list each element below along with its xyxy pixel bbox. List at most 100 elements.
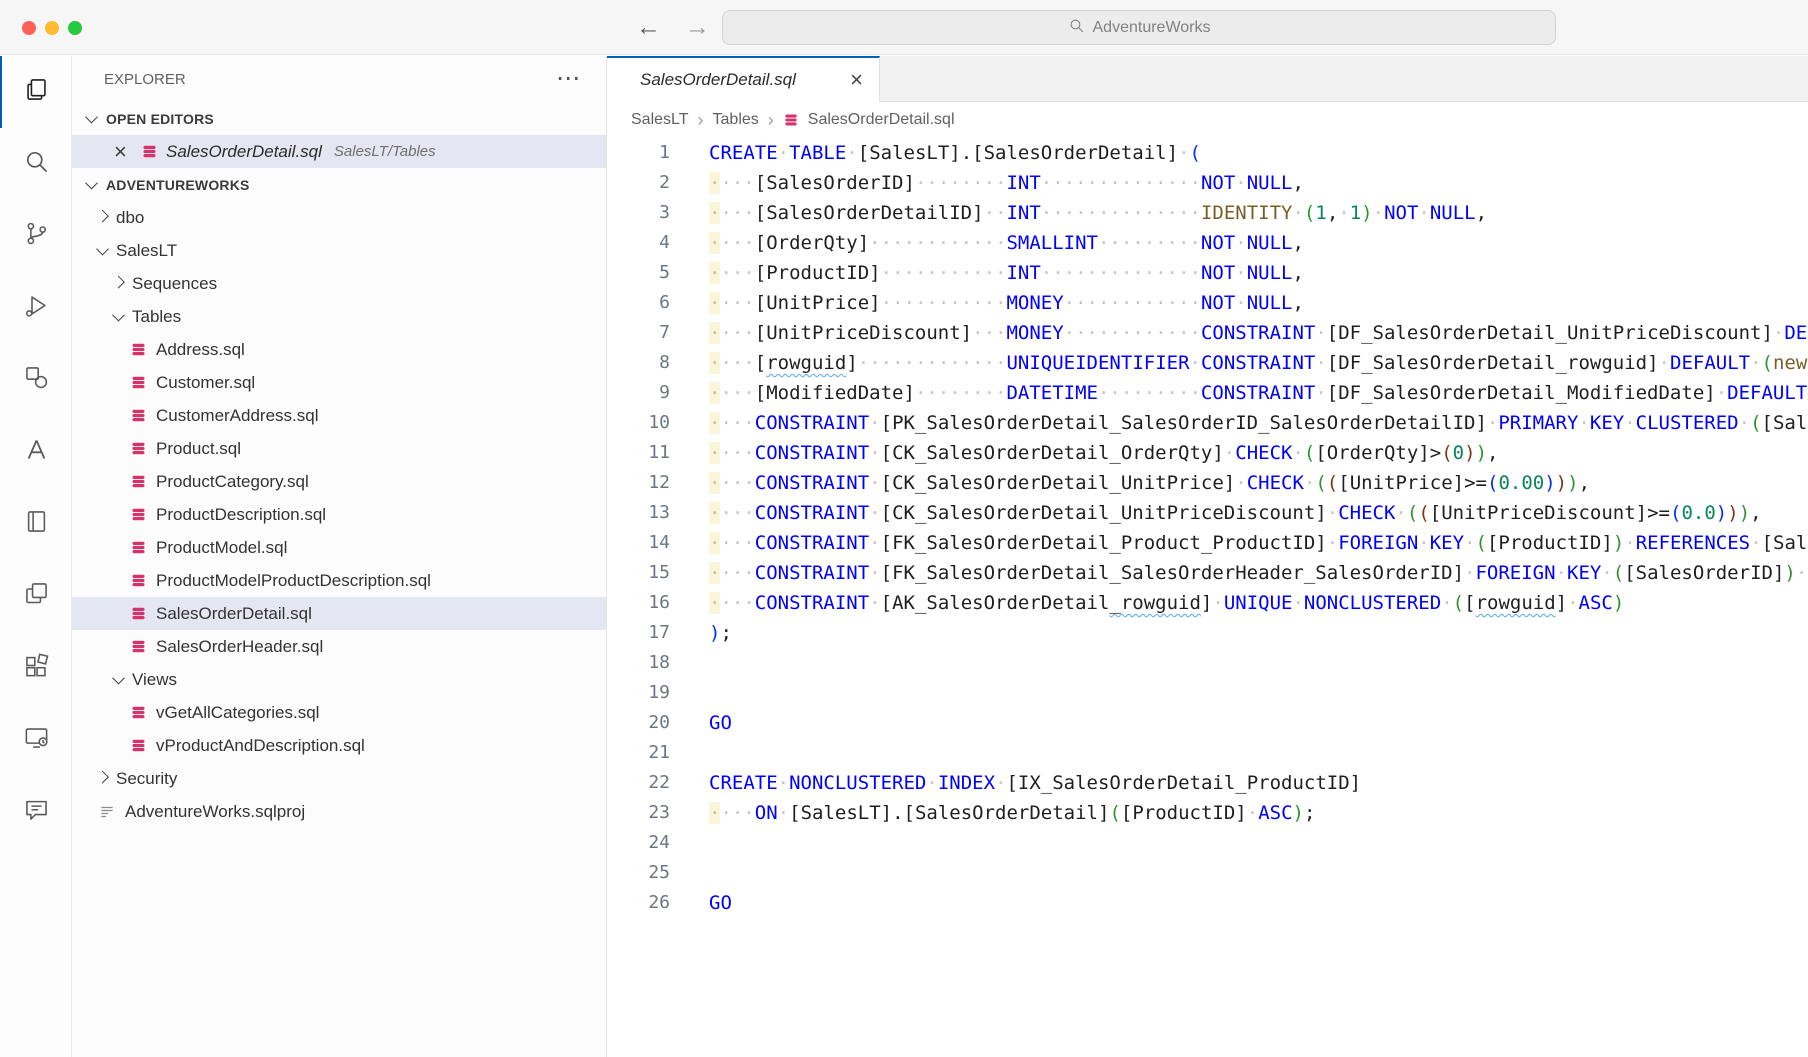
code-token[interactable]: ········ bbox=[915, 172, 1007, 194]
tree-item-customeraddress-sql[interactable]: CustomerAddress.sql bbox=[72, 399, 606, 432]
tree-item-saleslt[interactable]: SalesLT bbox=[72, 234, 606, 267]
code-token[interactable]: ) bbox=[1727, 502, 1738, 524]
code-token[interactable]: ············ bbox=[1064, 292, 1201, 314]
code-token[interactable]: · bbox=[1304, 472, 1315, 494]
code-token[interactable]: CONSTRAINT bbox=[755, 442, 869, 464]
code-token[interactable]: SMALLINT bbox=[1006, 232, 1098, 254]
code-token[interactable]: ( bbox=[1487, 472, 1498, 494]
code-token[interactable]: · bbox=[778, 142, 789, 164]
code-line[interactable]: 26GO bbox=[607, 888, 1808, 918]
tree-item-salesorderdetail-sql[interactable]: SalesOrderDetail.sql bbox=[72, 597, 606, 630]
tree-item-vproductanddescription-sql[interactable]: vProductAndDescription.sql bbox=[72, 729, 606, 762]
code-token[interactable]: · bbox=[709, 472, 720, 494]
code-token[interactable]: CONSTRAINT bbox=[755, 502, 869, 524]
code-token[interactable]: . bbox=[961, 142, 972, 164]
code-token[interactable]: DATETIME bbox=[1006, 382, 1098, 404]
code-token[interactable]: , bbox=[1293, 262, 1304, 284]
code-line[interactable]: 11····CONSTRAINT·[CK_SalesOrderDetail_Or… bbox=[607, 438, 1808, 468]
code-token[interactable]: ) bbox=[1293, 802, 1304, 824]
code-token[interactable]: · bbox=[1315, 352, 1326, 374]
code-token[interactable]: ·············· bbox=[1041, 202, 1201, 224]
code-token[interactable]: ·· bbox=[984, 202, 1007, 224]
code-token[interactable]: ) bbox=[1556, 472, 1567, 494]
tree-item-security[interactable]: Security bbox=[72, 762, 606, 795]
remote-explorer-activity-button[interactable] bbox=[0, 704, 71, 776]
code-token[interactable]: · bbox=[1292, 592, 1303, 614]
code-token[interactable]: · bbox=[869, 532, 880, 554]
code-token[interactable]: DEFAULT bbox=[1784, 322, 1808, 344]
code-line[interactable]: 1CREATE·TABLE·[SalesLT].[SalesOrderDetai… bbox=[607, 138, 1808, 168]
code-token[interactable]: [UnitPrice] bbox=[1338, 472, 1464, 494]
code-token[interactable]: [CK_SalesOrderDetail_UnitPrice] bbox=[881, 472, 1236, 494]
code-token[interactable]: · bbox=[1338, 202, 1349, 224]
code-token[interactable]: CHECK bbox=[1247, 472, 1304, 494]
code-token[interactable]: ) bbox=[709, 622, 720, 644]
code-token[interactable]: [FK_SalesOrderDetail_SalesOrderHeader_Sa… bbox=[881, 562, 1464, 584]
code-token[interactable]: [UnitPrice] bbox=[755, 292, 881, 314]
zoom-button[interactable] bbox=[68, 21, 82, 35]
code-token[interactable]: NULL bbox=[1247, 262, 1293, 284]
code-token[interactable]: · bbox=[869, 472, 880, 494]
code-token[interactable]: · bbox=[1292, 442, 1303, 464]
code-token[interactable]: ··· bbox=[720, 262, 754, 284]
line-content[interactable]: ····CONSTRAINT·[AK_SalesOrderDetail_rowg… bbox=[709, 588, 1624, 618]
code-token[interactable]: TABLE bbox=[789, 142, 846, 164]
open-editors-header[interactable]: OPEN EDITORS bbox=[72, 102, 606, 135]
code-token[interactable]: NULL bbox=[1247, 292, 1293, 314]
code-token[interactable]: ··· bbox=[720, 292, 754, 314]
code-token[interactable]: [SalesOrderDetail] bbox=[972, 142, 1178, 164]
code-line[interactable]: 21 bbox=[607, 738, 1808, 768]
code-line[interactable]: 7····[UnitPriceDiscount]···MONEY········… bbox=[607, 318, 1808, 348]
code-token[interactable]: · bbox=[1659, 352, 1670, 374]
code-token[interactable]: ( bbox=[1109, 802, 1120, 824]
breadcrumb-item-tables[interactable]: Tables bbox=[713, 111, 759, 129]
code-token[interactable]: ( bbox=[1315, 472, 1326, 494]
code-token[interactable]: REFERENCES bbox=[1636, 532, 1750, 554]
code-token[interactable]: NOT bbox=[1201, 232, 1235, 254]
code-token[interactable]: · bbox=[1578, 412, 1589, 434]
tree-item-tables[interactable]: Tables bbox=[72, 300, 606, 333]
extensions-activity-button[interactable] bbox=[0, 632, 71, 704]
code-token[interactable]: 0.00 bbox=[1498, 472, 1544, 494]
code-token[interactable]: NOT bbox=[1201, 292, 1235, 314]
code-token[interactable]: NOT bbox=[1384, 202, 1418, 224]
code-token[interactable]: CHECK bbox=[1235, 442, 1292, 464]
code-token[interactable]: ( bbox=[1190, 142, 1201, 164]
code-token[interactable]: [SalesLT] bbox=[789, 802, 892, 824]
components-activity-button[interactable] bbox=[0, 344, 71, 416]
code-line[interactable]: 16····CONSTRAINT·[AK_SalesOrderDetail_ro… bbox=[607, 588, 1808, 618]
code-token[interactable]: · bbox=[1178, 142, 1189, 164]
code-token[interactable]: · bbox=[1235, 472, 1246, 494]
code-line[interactable]: 18 bbox=[607, 648, 1808, 678]
more-actions-button[interactable]: ⋯ bbox=[556, 73, 580, 85]
line-content[interactable]: ····[SalesOrderDetailID]··INT···········… bbox=[709, 198, 1487, 228]
code-token[interactable]: · bbox=[1716, 382, 1727, 404]
code-token[interactable]: · bbox=[1624, 532, 1635, 554]
code-token[interactable]: CONSTRAINT bbox=[1201, 382, 1315, 404]
line-content[interactable]: ····[UnitPrice]···········MONEY·········… bbox=[709, 288, 1304, 318]
code-token[interactable]: ( bbox=[1304, 202, 1315, 224]
code-token[interactable]: CONSTRAINT bbox=[755, 472, 869, 494]
code-token[interactable]: ··· bbox=[720, 592, 754, 614]
line-content[interactable]: GO bbox=[709, 888, 732, 918]
code-token[interactable]: · bbox=[869, 592, 880, 614]
code-token[interactable]: ( bbox=[1670, 502, 1681, 524]
code-token[interactable]: [FK_SalesOrderDetail_Product_ProductID] bbox=[881, 532, 1327, 554]
code-token[interactable]: · bbox=[709, 382, 720, 404]
code-token[interactable]: · bbox=[709, 202, 720, 224]
breadcrumb-item-saleslt[interactable]: SalesLT bbox=[631, 111, 689, 129]
nav-forward-button[interactable]: → bbox=[685, 15, 710, 40]
source-control-activity-button[interactable] bbox=[0, 200, 71, 272]
code-token[interactable]: NULL bbox=[1247, 232, 1293, 254]
tree-item-customer-sql[interactable]: Customer.sql bbox=[72, 366, 606, 399]
code-token[interactable]: · bbox=[1395, 502, 1406, 524]
code-token[interactable]: ) bbox=[1567, 472, 1578, 494]
code-token[interactable]: [SalesLT] bbox=[858, 142, 961, 164]
code-token[interactable]: PRIMARY bbox=[1498, 412, 1578, 434]
code-token[interactable]: DEFAULT bbox=[1727, 382, 1807, 404]
tree-item-address-sql[interactable]: Address.sql bbox=[72, 333, 606, 366]
code-token[interactable]: · bbox=[1315, 322, 1326, 344]
chevron-right-icon[interactable] bbox=[112, 276, 125, 289]
code-token[interactable]: · bbox=[709, 292, 720, 314]
code-token[interactable]: ··· bbox=[720, 352, 754, 374]
